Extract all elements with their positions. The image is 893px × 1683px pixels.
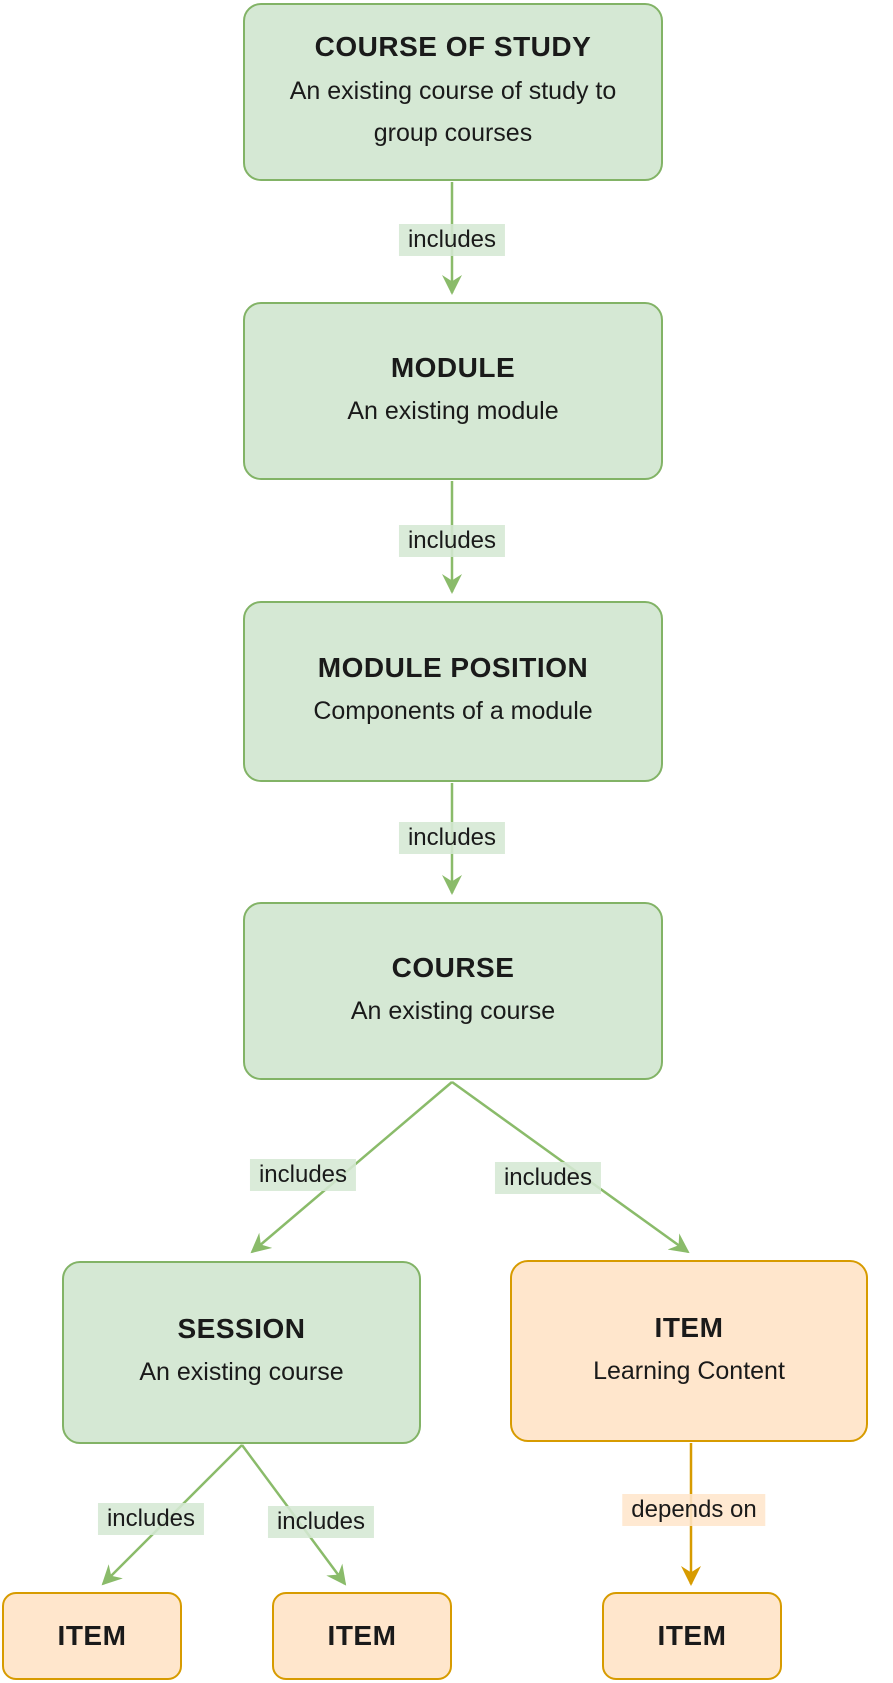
node-subtitle: An existing course of study to group cou… xyxy=(289,76,617,148)
node-session: SESSION An existing course xyxy=(62,1261,421,1444)
node-module-position: MODULE POSITION Components of a module xyxy=(243,601,663,782)
edge-label-includes: includes xyxy=(398,224,506,256)
node-title: ITEM xyxy=(327,1619,397,1651)
node-item-3: ITEM xyxy=(602,1592,782,1680)
node-course-of-study: COURSE OF STUDY An existing course of st… xyxy=(243,3,663,181)
node-title: ITEM xyxy=(57,1619,127,1651)
node-subtitle: An existing module xyxy=(347,396,559,425)
node-item-1: ITEM xyxy=(2,1592,182,1680)
node-title: SESSION xyxy=(177,1313,306,1345)
node-subtitle: Components of a module xyxy=(313,697,593,726)
edge-label-includes: includes xyxy=(267,1506,375,1538)
node-title: ITEM xyxy=(654,1311,724,1343)
node-item-learning-content: ITEM Learning Content xyxy=(510,1260,868,1442)
edge-label-includes: includes xyxy=(494,1162,602,1194)
edge-label-includes: includes xyxy=(97,1503,205,1535)
node-title: COURSE OF STUDY xyxy=(314,31,592,63)
node-subtitle: An existing course xyxy=(350,996,556,1025)
edge-label-includes: includes xyxy=(249,1159,357,1191)
node-item-2: ITEM xyxy=(272,1592,452,1680)
node-title: MODULE xyxy=(390,351,516,383)
node-module: MODULE An existing module xyxy=(243,302,663,480)
node-course: COURSE An existing course xyxy=(243,902,663,1080)
edge-label-includes: includes xyxy=(398,525,506,557)
edge-label-depends-on: depends on xyxy=(622,1494,766,1526)
node-title: COURSE xyxy=(391,951,515,983)
node-subtitle: Learning Content xyxy=(593,1356,785,1385)
node-title: MODULE POSITION xyxy=(317,652,589,684)
node-title: ITEM xyxy=(657,1619,727,1651)
edge-label-includes: includes xyxy=(398,822,506,854)
node-subtitle: An existing course xyxy=(139,1358,344,1387)
